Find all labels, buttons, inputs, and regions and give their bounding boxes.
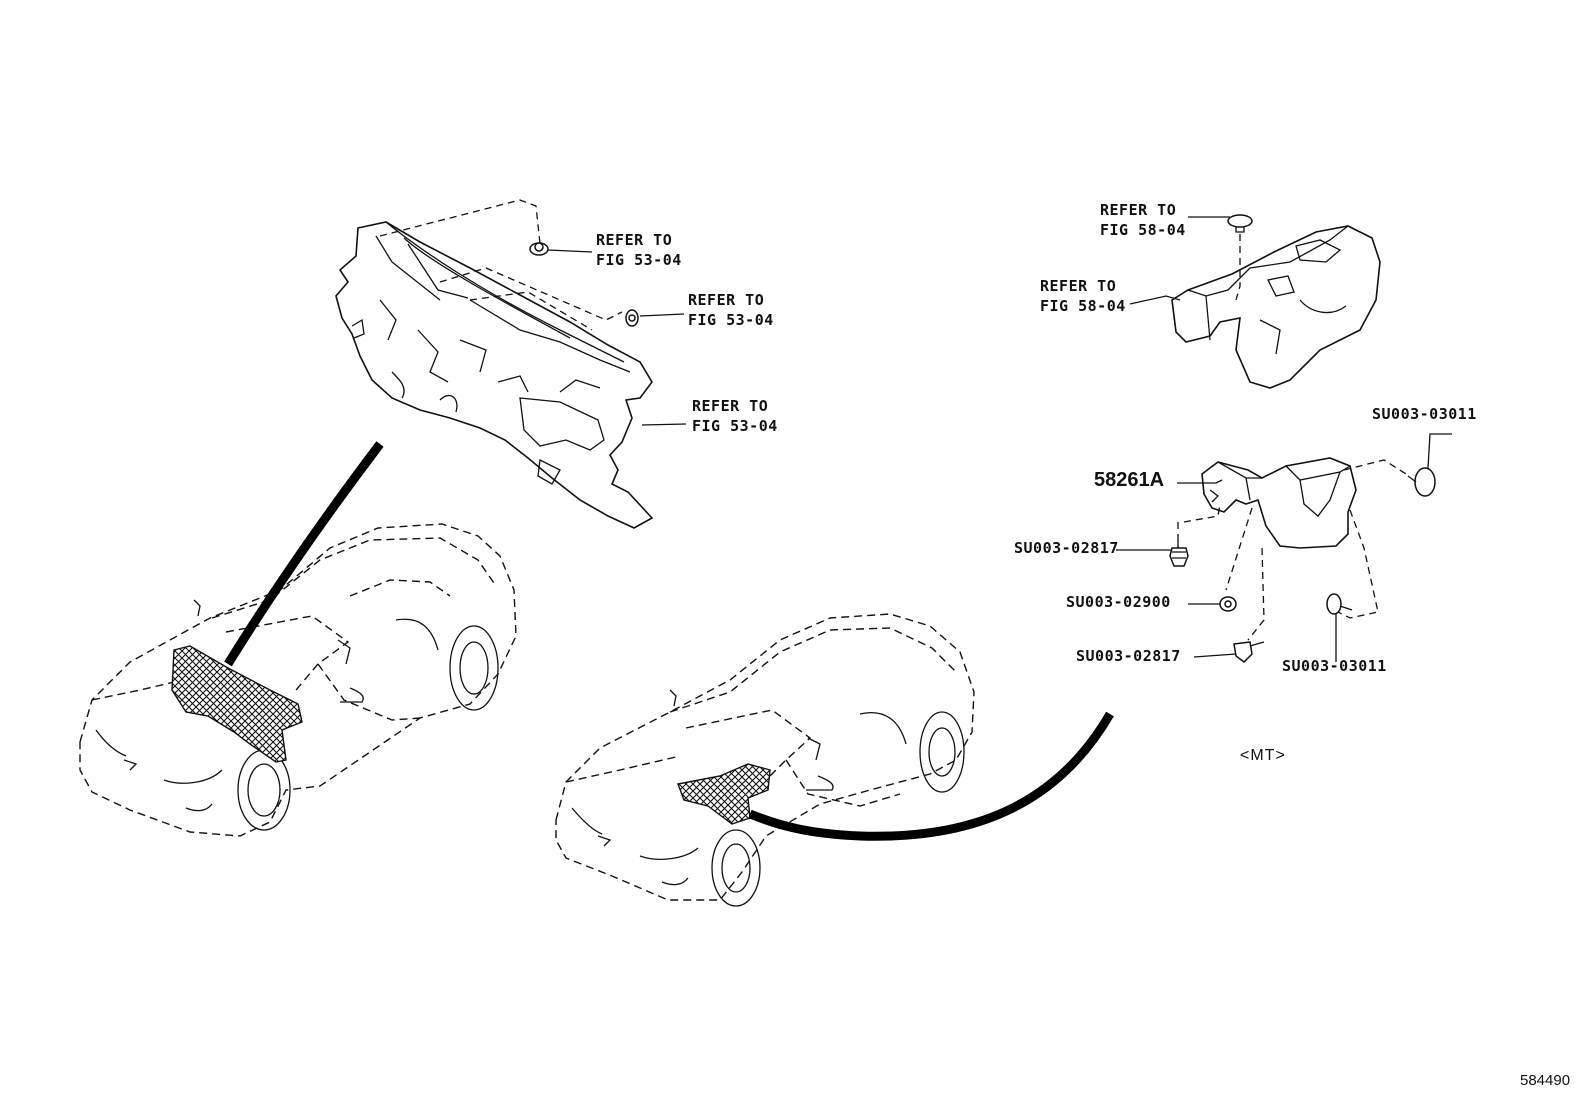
part-number-58261a: 58261A (1094, 469, 1165, 491)
arc-right (748, 711, 1114, 841)
refer-label-58-b: REFER TO FIG 58-04 (1040, 276, 1126, 316)
dash-insulator-leaders (547, 249, 687, 426)
car-illustration-right (555, 613, 975, 907)
refer-label-53-a-line2: FIG 53-04 (596, 251, 682, 269)
clip-su003-03011-bottom (1326, 593, 1353, 615)
refer-label-58-b-line1: REFER TO (1040, 277, 1117, 295)
car-illustration-left (79, 523, 517, 837)
variant-label-mt: <MT> (1240, 747, 1286, 764)
dash-insulator-part (335, 221, 654, 529)
tunnel-58261a-assembly-lines (1177, 459, 1407, 641)
tunnel-upper-assembly-lines (1235, 234, 1241, 301)
clip-su003-03011-top (1407, 467, 1436, 497)
highlighted-area-left-car (171, 645, 303, 763)
refer-label-53-c-line1: REFER TO (692, 397, 769, 415)
bolt-su003-02817-bottom (1233, 641, 1265, 663)
bolt-su003-02817-top (1169, 540, 1189, 567)
part-su003-02900: SU003-02900 (1066, 593, 1171, 611)
part-su003-02817-bottom: SU003-02817 (1076, 647, 1181, 665)
cap-fastener-58 (1227, 214, 1253, 233)
tunnel-insulator-58261a (1201, 457, 1357, 549)
tunnel-58261a-leaders (1116, 433, 1452, 662)
part-su003-02817-top: SU003-02817 (1014, 539, 1119, 557)
reference-arcs (224, 441, 1114, 841)
clip-fastener-53-b (625, 309, 639, 327)
refer-label-53-a-line1: REFER TO (596, 231, 673, 249)
tunnel-insulator-upper (1171, 225, 1381, 389)
highlighted-area-right-car (677, 763, 771, 825)
refer-label-53-b-line2: FIG 53-04 (688, 311, 774, 329)
figure-number: 584490 (1520, 1072, 1571, 1089)
refer-label-53-c: REFER TO FIG 53-04 (692, 396, 778, 436)
tunnel-upper-leaders (1129, 216, 1230, 305)
part-su003-03011-bottom: SU003-03011 (1282, 657, 1387, 675)
refer-label-58-a: REFER TO FIG 58-04 (1100, 200, 1186, 240)
dash-insulator-assembly-lines (379, 199, 623, 331)
refer-label-58-a-line1: REFER TO (1100, 201, 1177, 219)
arc-left (224, 441, 384, 667)
refer-label-53-c-line2: FIG 53-04 (692, 417, 778, 435)
nut-su003-02900 (1219, 596, 1237, 612)
refer-label-53-b-line1: REFER TO (688, 291, 765, 309)
refer-label-53-b: REFER TO FIG 53-04 (688, 290, 774, 330)
refer-label-58-b-line2: FIG 58-04 (1040, 297, 1126, 315)
part-su003-03011-top: SU003-03011 (1372, 405, 1477, 423)
refer-label-53-a: REFER TO FIG 53-04 (596, 230, 682, 270)
clip-fastener-53-a (529, 242, 549, 256)
refer-label-58-a-line2: FIG 58-04 (1100, 221, 1186, 239)
